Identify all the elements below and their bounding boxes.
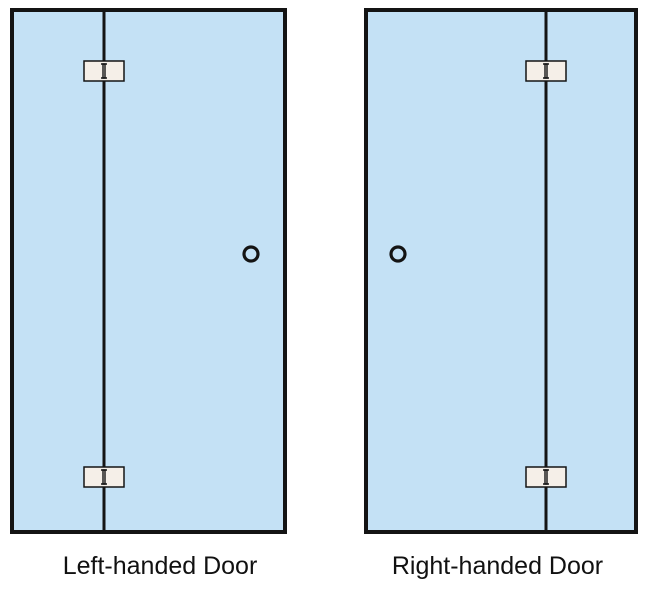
right-handed-door <box>364 8 638 534</box>
left-door-frame <box>10 8 287 534</box>
hinge-icon <box>83 60 125 82</box>
left-handed-door <box>10 8 287 534</box>
door-diagram <box>10 8 638 534</box>
right-door-handle-knob-icon <box>389 245 407 263</box>
left-door-bottom-hinge <box>83 466 125 488</box>
hinge-icon <box>525 60 567 82</box>
left-door-handle-knob-icon <box>242 245 260 263</box>
right-door-top-hinge <box>525 60 567 82</box>
left-door-caption: Left-handed Door <box>62 552 258 580</box>
right-door-bottom-hinge <box>525 466 567 488</box>
right-door-caption: Right-handed Door <box>391 552 604 580</box>
right-door-frame <box>364 8 638 534</box>
hinge-icon <box>525 466 567 488</box>
hinge-icon <box>83 466 125 488</box>
left-door-top-hinge <box>83 60 125 82</box>
